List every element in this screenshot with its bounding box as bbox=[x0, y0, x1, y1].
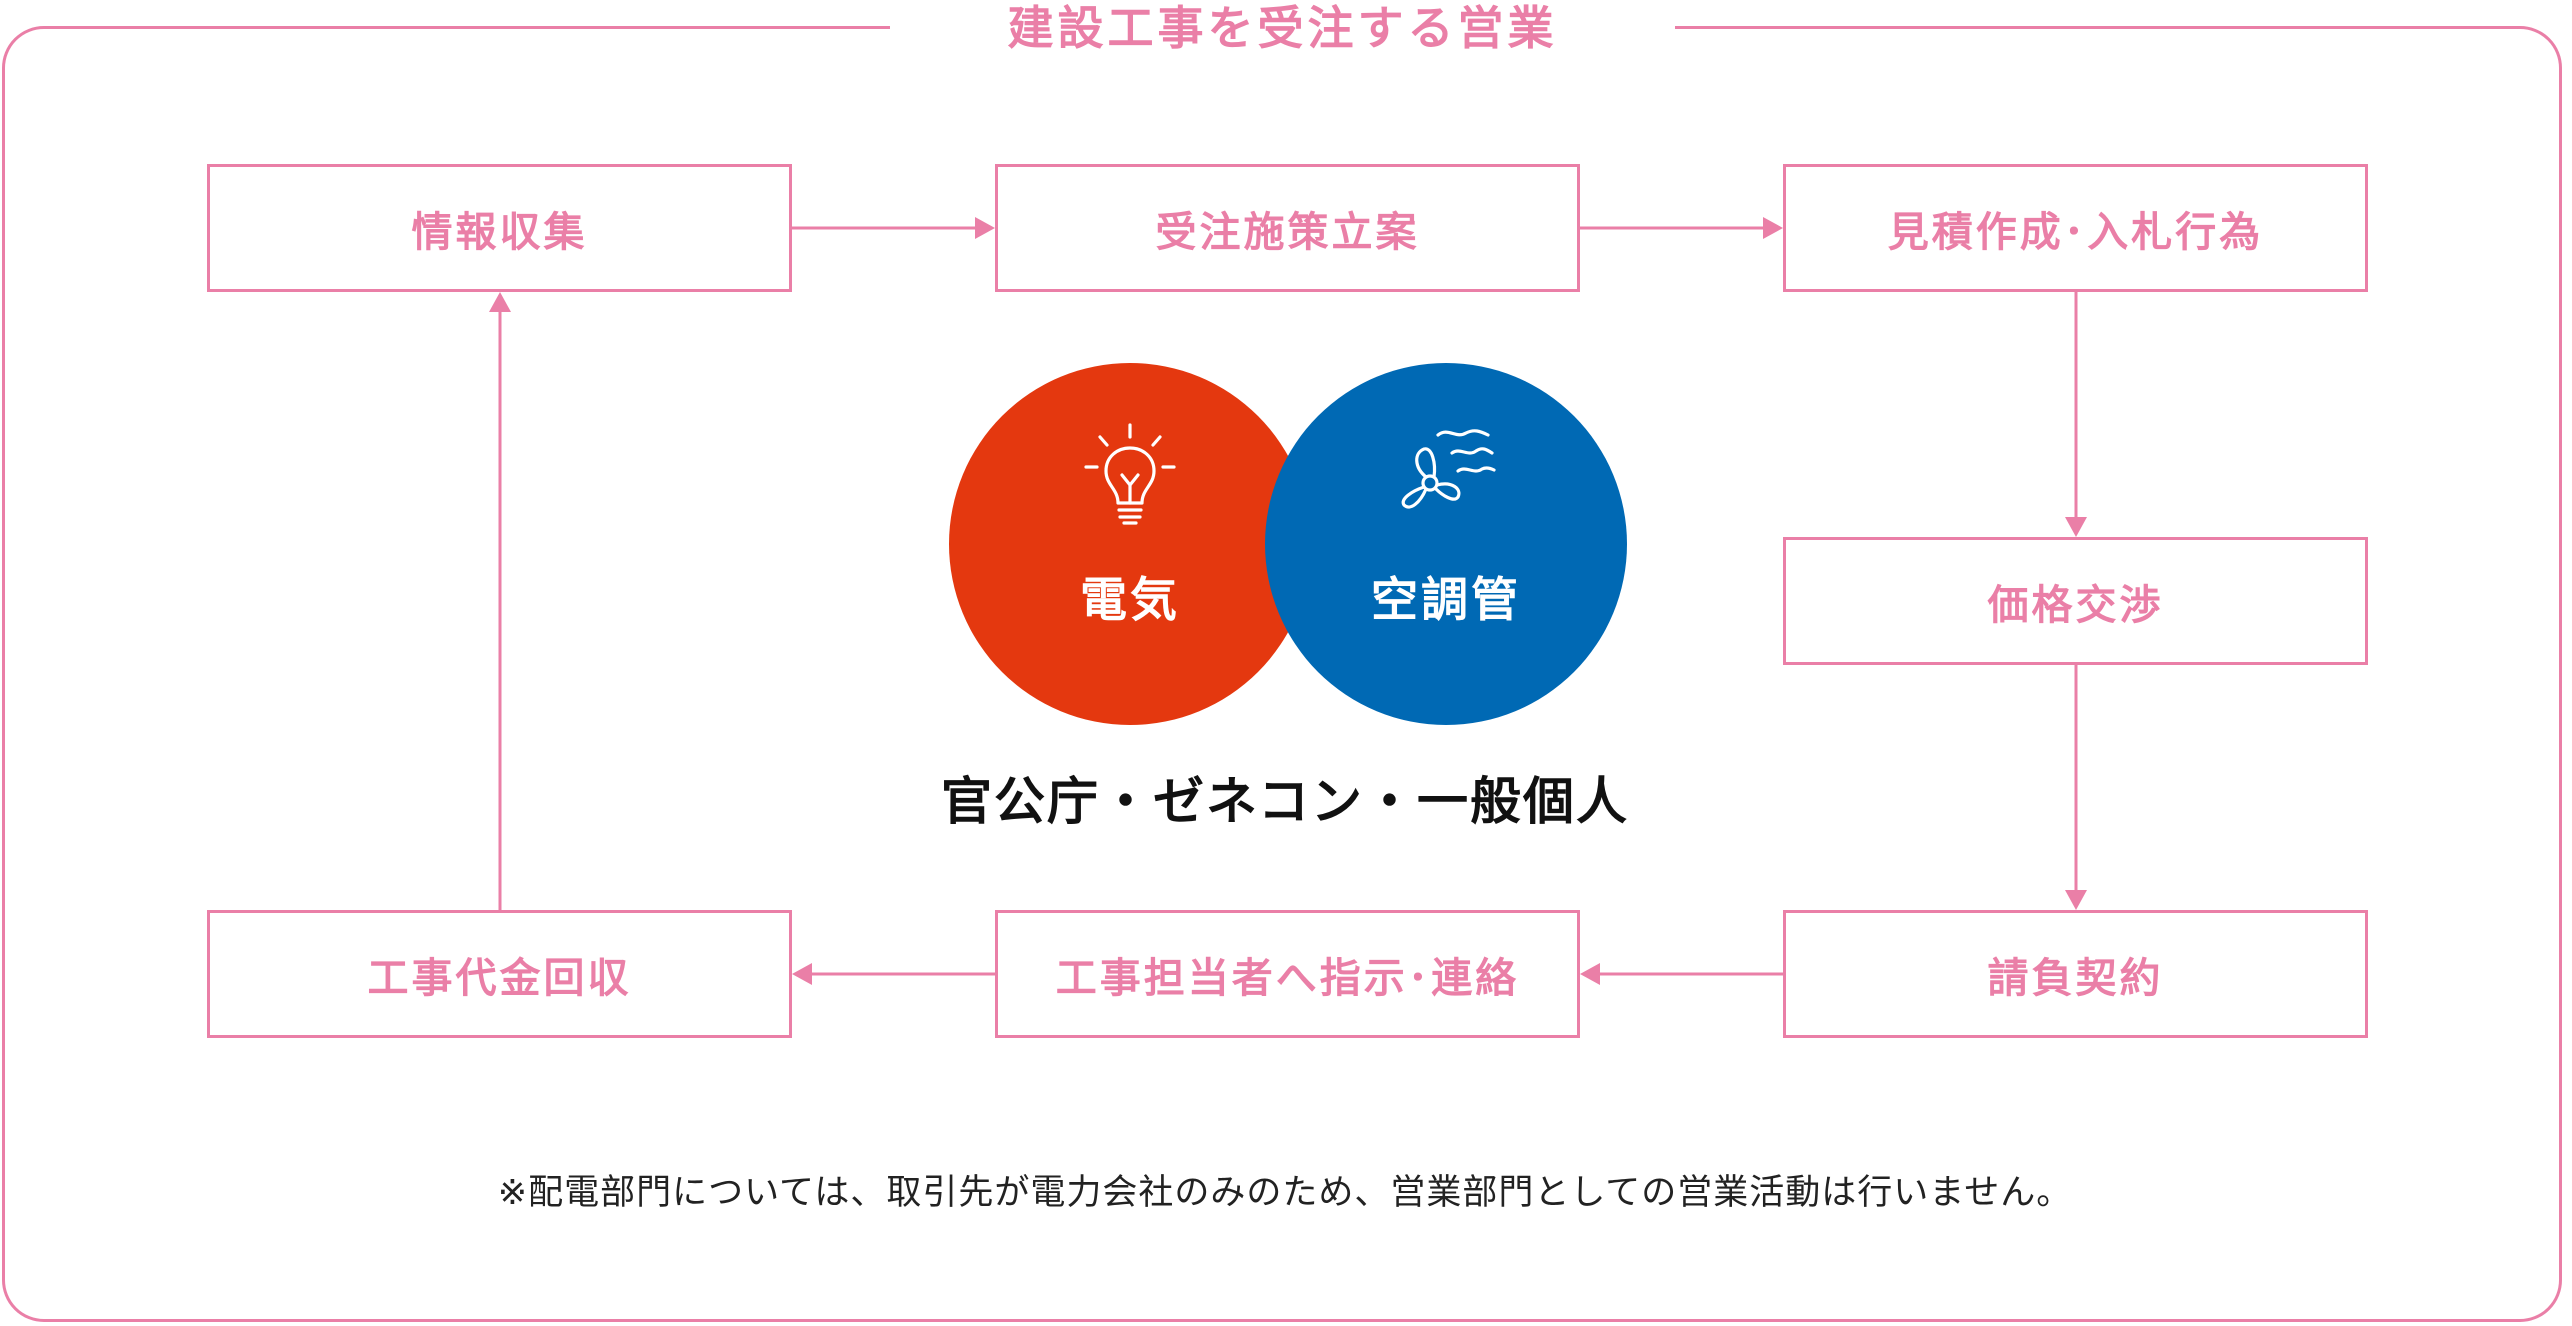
diagram-title: 建設工事を受注する営業 bbox=[890, 0, 1675, 56]
arrowhead-2-to-3 bbox=[1763, 217, 1783, 239]
step-contract: 請負契約 bbox=[1783, 910, 2368, 1038]
division-hvac: 空調管 bbox=[1265, 363, 1627, 725]
division-electric-label: 電気 bbox=[1080, 573, 1180, 628]
arrowhead-1-to-2 bbox=[975, 217, 995, 239]
step-payment-collection: 工事代金回収 bbox=[207, 910, 792, 1038]
step-instruct-construction-staff: 工事担当者へ指示･連絡 bbox=[995, 910, 1580, 1038]
arrowhead-3-to-4 bbox=[2065, 517, 2087, 537]
division-hvac-label: 空調管 bbox=[1371, 573, 1521, 628]
step-information-gathering: 情報収集 bbox=[207, 164, 792, 292]
step-estimate-and-bidding: 見積作成･入札行為 bbox=[1783, 164, 2368, 292]
step-order-strategy-planning: 受注施策立案 bbox=[995, 164, 1580, 292]
client-types: 官公庁・ゼネコン・一般個人 bbox=[941, 773, 1629, 832]
division-electric: 電気 bbox=[949, 363, 1311, 725]
arrowhead-6-to-7 bbox=[792, 963, 812, 985]
lightbulb-icon bbox=[1084, 423, 1176, 525]
fan-icon bbox=[1401, 429, 1496, 509]
arrowhead-7-to-1 bbox=[489, 292, 511, 312]
footnote: ※配電部門については、取引先が電力会社のみのため、営業部門としての営業活動は行い… bbox=[497, 1173, 2073, 1213]
step-price-negotiation: 価格交渉 bbox=[1783, 537, 2368, 665]
arrowhead-5-to-6 bbox=[1580, 963, 1600, 985]
arrowhead-4-to-5 bbox=[2065, 890, 2087, 910]
